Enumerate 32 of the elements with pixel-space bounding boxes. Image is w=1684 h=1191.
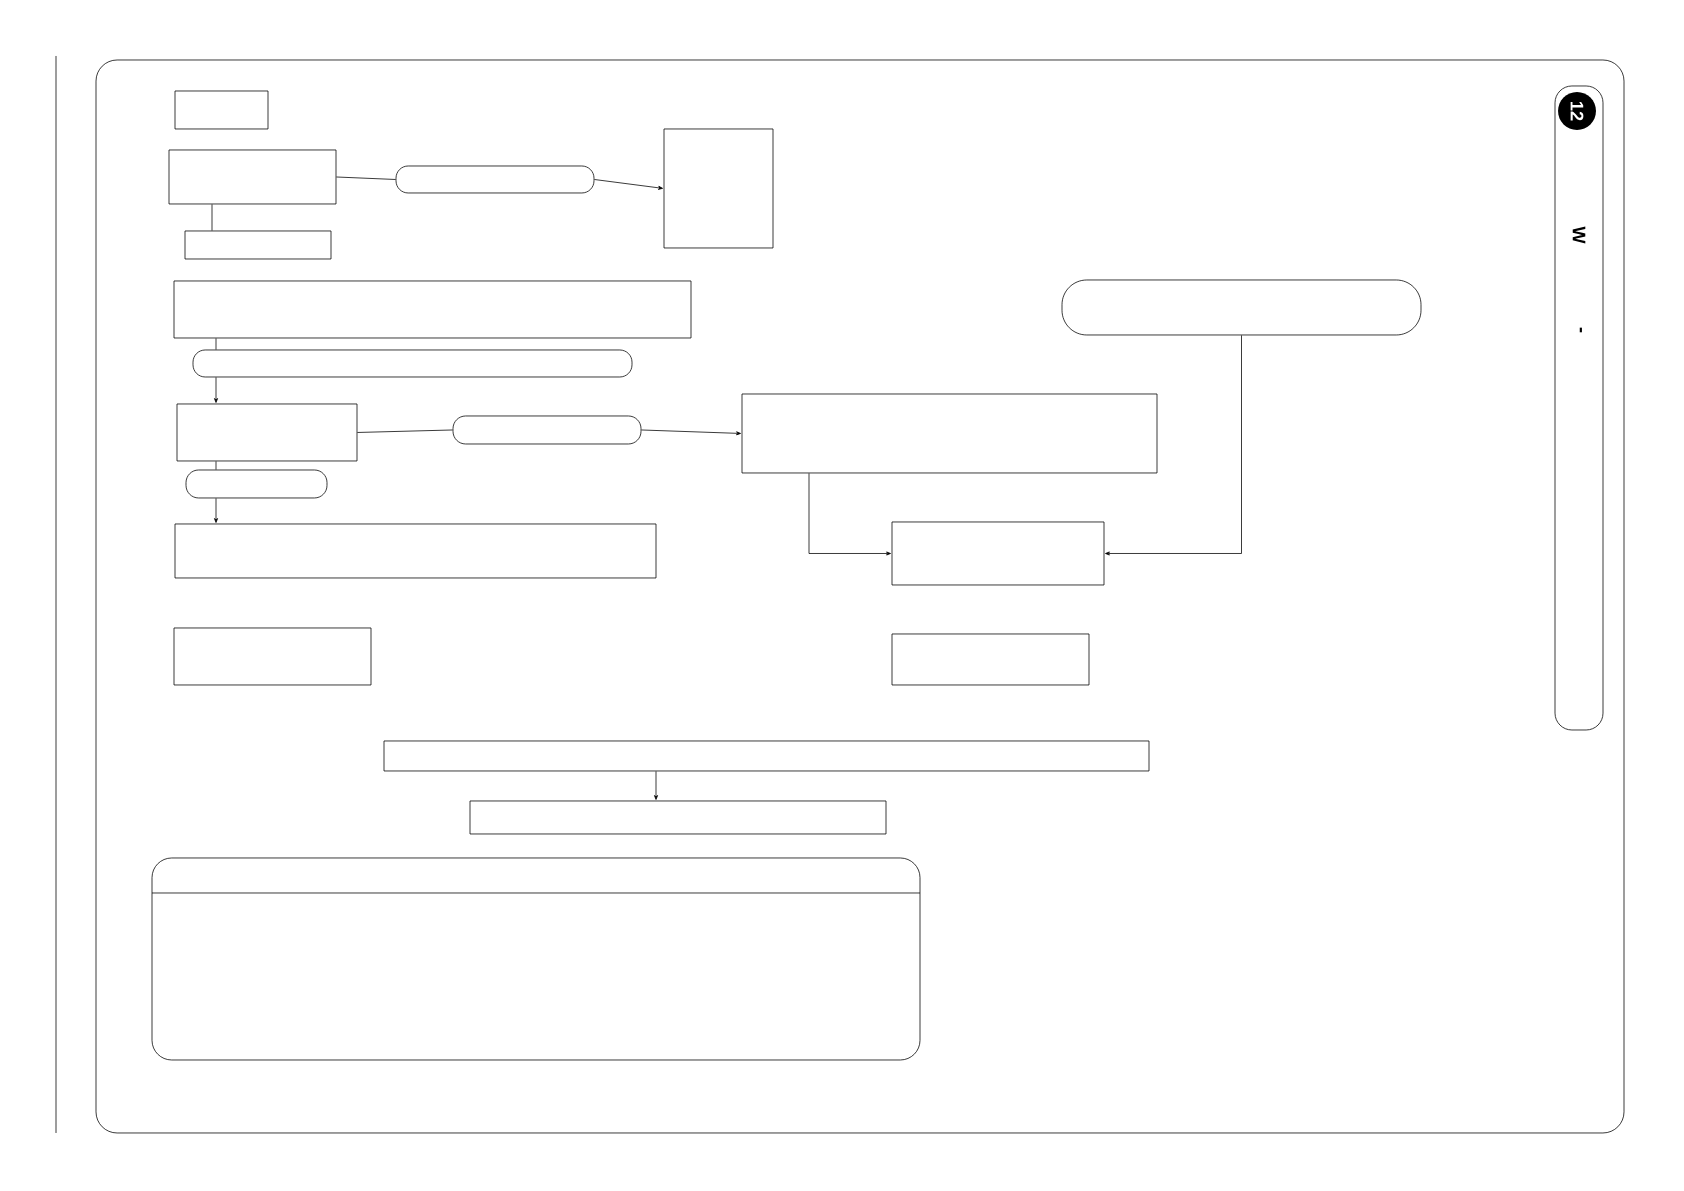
process-box [173, 280, 692, 339]
connector [215, 338, 217, 350]
process-box [168, 149, 337, 205]
connector [211, 204, 213, 231]
process-box [184, 230, 332, 260]
process-box [663, 128, 774, 249]
process-box [383, 740, 1150, 772]
connector [808, 473, 891, 556]
callout-number: 12 [1558, 92, 1596, 130]
connector [336, 176, 396, 180]
process-box [173, 627, 372, 686]
connector [641, 429, 741, 436]
process-box [174, 90, 269, 130]
connector [594, 179, 663, 190]
rounded-box [395, 165, 595, 194]
process-box [891, 521, 1105, 586]
process-box [469, 800, 887, 835]
process-box [176, 403, 358, 462]
connector [215, 461, 217, 470]
connector [357, 429, 453, 433]
process-box [741, 393, 1158, 474]
connector [214, 498, 218, 523]
note-panel [151, 857, 921, 1061]
connector [1105, 335, 1242, 556]
process-box [891, 633, 1090, 686]
connector [654, 771, 658, 800]
rounded-box [452, 415, 642, 445]
connector [214, 377, 218, 403]
rounded-box [192, 349, 633, 378]
rounded-box [1061, 279, 1422, 336]
rounded-box [185, 469, 328, 499]
process-box [174, 523, 657, 579]
